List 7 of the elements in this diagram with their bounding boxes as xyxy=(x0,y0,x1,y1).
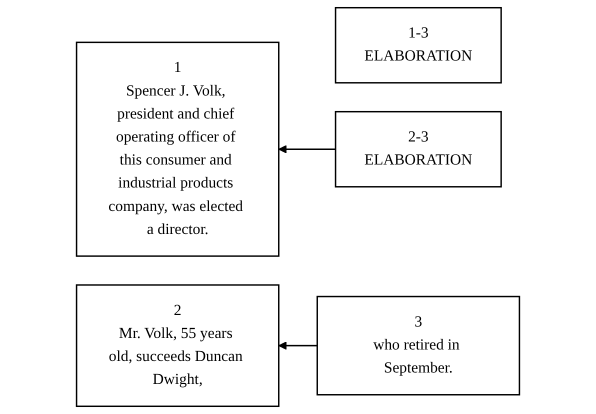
arrow xyxy=(278,145,336,154)
node-box: 1 Spencer J. Volk, president and chief operating officer of this consumer and industrial products company, was elected a director. xyxy=(76,42,280,257)
node-box: 1-3 ELABORATION xyxy=(334,6,502,84)
node-box: 3 who retired in September. xyxy=(316,296,520,396)
node-box: 2-3 ELABORATION xyxy=(334,110,502,188)
node-box: 2 Mr. Volk, 55 years old, succeeds Duncan Dwight, xyxy=(76,284,280,408)
arrow xyxy=(278,341,318,350)
